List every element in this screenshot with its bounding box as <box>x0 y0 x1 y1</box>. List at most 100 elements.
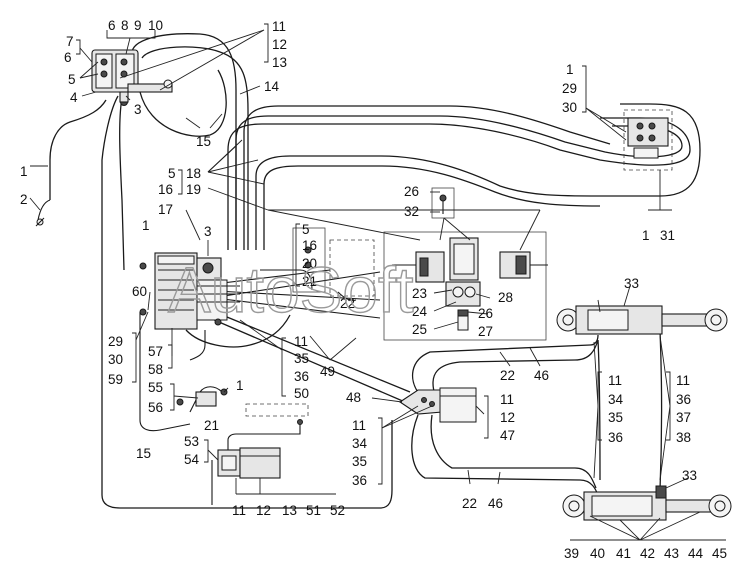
callout-12: 12 <box>272 37 287 52</box>
callout-36b-r: 36 <box>676 392 691 407</box>
fitting-2 <box>35 99 107 227</box>
callout-58: 58 <box>148 362 163 377</box>
callout-48: 48 <box>346 390 361 405</box>
callout-41: 41 <box>616 546 631 561</box>
callout-38: 38 <box>676 430 691 445</box>
callout-47: 47 <box>500 428 515 443</box>
filter-21 <box>176 388 228 407</box>
callout-1b-tr: 1 <box>642 228 650 243</box>
callout-8: 8 <box>121 18 129 33</box>
callout-19: 19 <box>186 182 201 197</box>
callout-1-c: 1 <box>142 218 150 233</box>
callout-6: 6 <box>108 18 116 33</box>
callout-43: 43 <box>664 546 679 561</box>
callout-30-tr: 30 <box>562 100 577 115</box>
callout-33-bottom: 33 <box>682 468 697 483</box>
callout-33-top: 33 <box>624 276 639 291</box>
callout-30-c: 30 <box>108 352 123 367</box>
callout-22b-r: 22 <box>462 496 477 511</box>
callout-9: 9 <box>134 18 142 33</box>
dashed-placeholder <box>245 403 309 425</box>
callout-11b-vb: 11 <box>352 418 366 433</box>
callout-1: 1 <box>20 164 28 179</box>
watermark: AutoSoft <box>168 254 414 326</box>
callout-28: 28 <box>498 290 513 305</box>
callout-59: 59 <box>108 372 123 387</box>
callout-13-b: 13 <box>282 503 297 518</box>
callout-32: 32 <box>404 204 419 219</box>
callout-5-c: 5 <box>168 166 176 181</box>
tank-filter-53 <box>217 447 281 479</box>
callout-2: 2 <box>20 192 28 207</box>
callout-53: 53 <box>184 434 199 449</box>
callout-11: 11 <box>272 19 286 34</box>
callout-36-vb: 36 <box>352 473 367 488</box>
callout-40: 40 <box>590 546 605 561</box>
callout-29-tr: 29 <box>562 81 577 96</box>
callout-52: 52 <box>330 503 345 518</box>
callout-26b: 26 <box>478 306 493 321</box>
callout-14: 14 <box>264 79 280 94</box>
callout-24: 24 <box>412 304 428 319</box>
callout-21-ml: 21 <box>204 418 219 433</box>
callout-54: 54 <box>184 452 200 467</box>
callout-57: 57 <box>148 344 163 359</box>
callout-34-r: 34 <box>608 392 624 407</box>
callout-1-tr: 1 <box>566 62 574 77</box>
callout-21-cr: 21 <box>302 274 317 289</box>
leader-lines <box>29 23 726 541</box>
callout-20: 20 <box>302 256 317 271</box>
callout-55: 55 <box>148 380 163 395</box>
callout-6b: 6 <box>64 50 72 65</box>
callout-3-c: 3 <box>204 224 212 239</box>
callout-29-c: 29 <box>108 334 123 349</box>
callout-46b-r: 46 <box>488 496 503 511</box>
cylinder-bottom <box>562 485 732 521</box>
callout-31: 31 <box>660 228 675 243</box>
callout-5-cr: 5 <box>302 222 310 237</box>
callout-17: 17 <box>158 202 173 217</box>
callout-36-r: 36 <box>608 430 623 445</box>
callout-35-vb: 35 <box>352 454 367 469</box>
callout-44: 44 <box>688 546 704 561</box>
callout-7: 7 <box>66 34 74 49</box>
callout-16-c: 16 <box>158 182 173 197</box>
callout-4: 4 <box>70 90 78 105</box>
cylinder-top <box>556 299 728 335</box>
callout-22-cr: 22 <box>340 296 355 311</box>
callout-15-ml: 15 <box>136 446 151 461</box>
callout-60: 60 <box>132 284 147 299</box>
callout-18: 18 <box>186 166 201 181</box>
valve-block-48 <box>399 387 477 423</box>
callout-49: 49 <box>320 364 335 379</box>
center-block <box>139 252 240 330</box>
callout-16-cr: 16 <box>302 238 317 253</box>
callout-labels: 6 8 9 10 7 6 5 4 3 1 2 11 12 13 14 15 1 … <box>20 18 727 561</box>
callout-34-vb: 34 <box>352 436 368 451</box>
top-right-valve <box>623 109 673 171</box>
callout-5: 5 <box>68 72 76 87</box>
callout-3: 3 <box>134 102 142 117</box>
callout-51: 51 <box>306 503 321 518</box>
callout-11-b: 11 <box>232 503 246 518</box>
callout-11b-r: 11 <box>676 373 690 388</box>
callout-50: 50 <box>294 386 309 401</box>
callout-26: 26 <box>404 184 419 199</box>
callout-25: 25 <box>412 322 427 337</box>
callout-11-r: 11 <box>608 373 622 388</box>
top-left-valve <box>91 49 173 106</box>
callout-45: 45 <box>712 546 727 561</box>
callout-37: 37 <box>676 410 691 425</box>
callout-56: 56 <box>148 400 163 415</box>
center-right-cluster <box>292 187 548 341</box>
callout-10: 10 <box>148 18 163 33</box>
callout-1-ml: 1 <box>236 378 244 393</box>
callout-36-ml: 36 <box>294 369 309 384</box>
callout-11-vb: 11 <box>500 392 514 407</box>
callout-27: 27 <box>478 324 493 339</box>
components <box>35 49 732 521</box>
callout-42: 42 <box>640 546 655 561</box>
callout-35-ml: 35 <box>294 351 309 366</box>
callout-23: 23 <box>412 286 427 301</box>
